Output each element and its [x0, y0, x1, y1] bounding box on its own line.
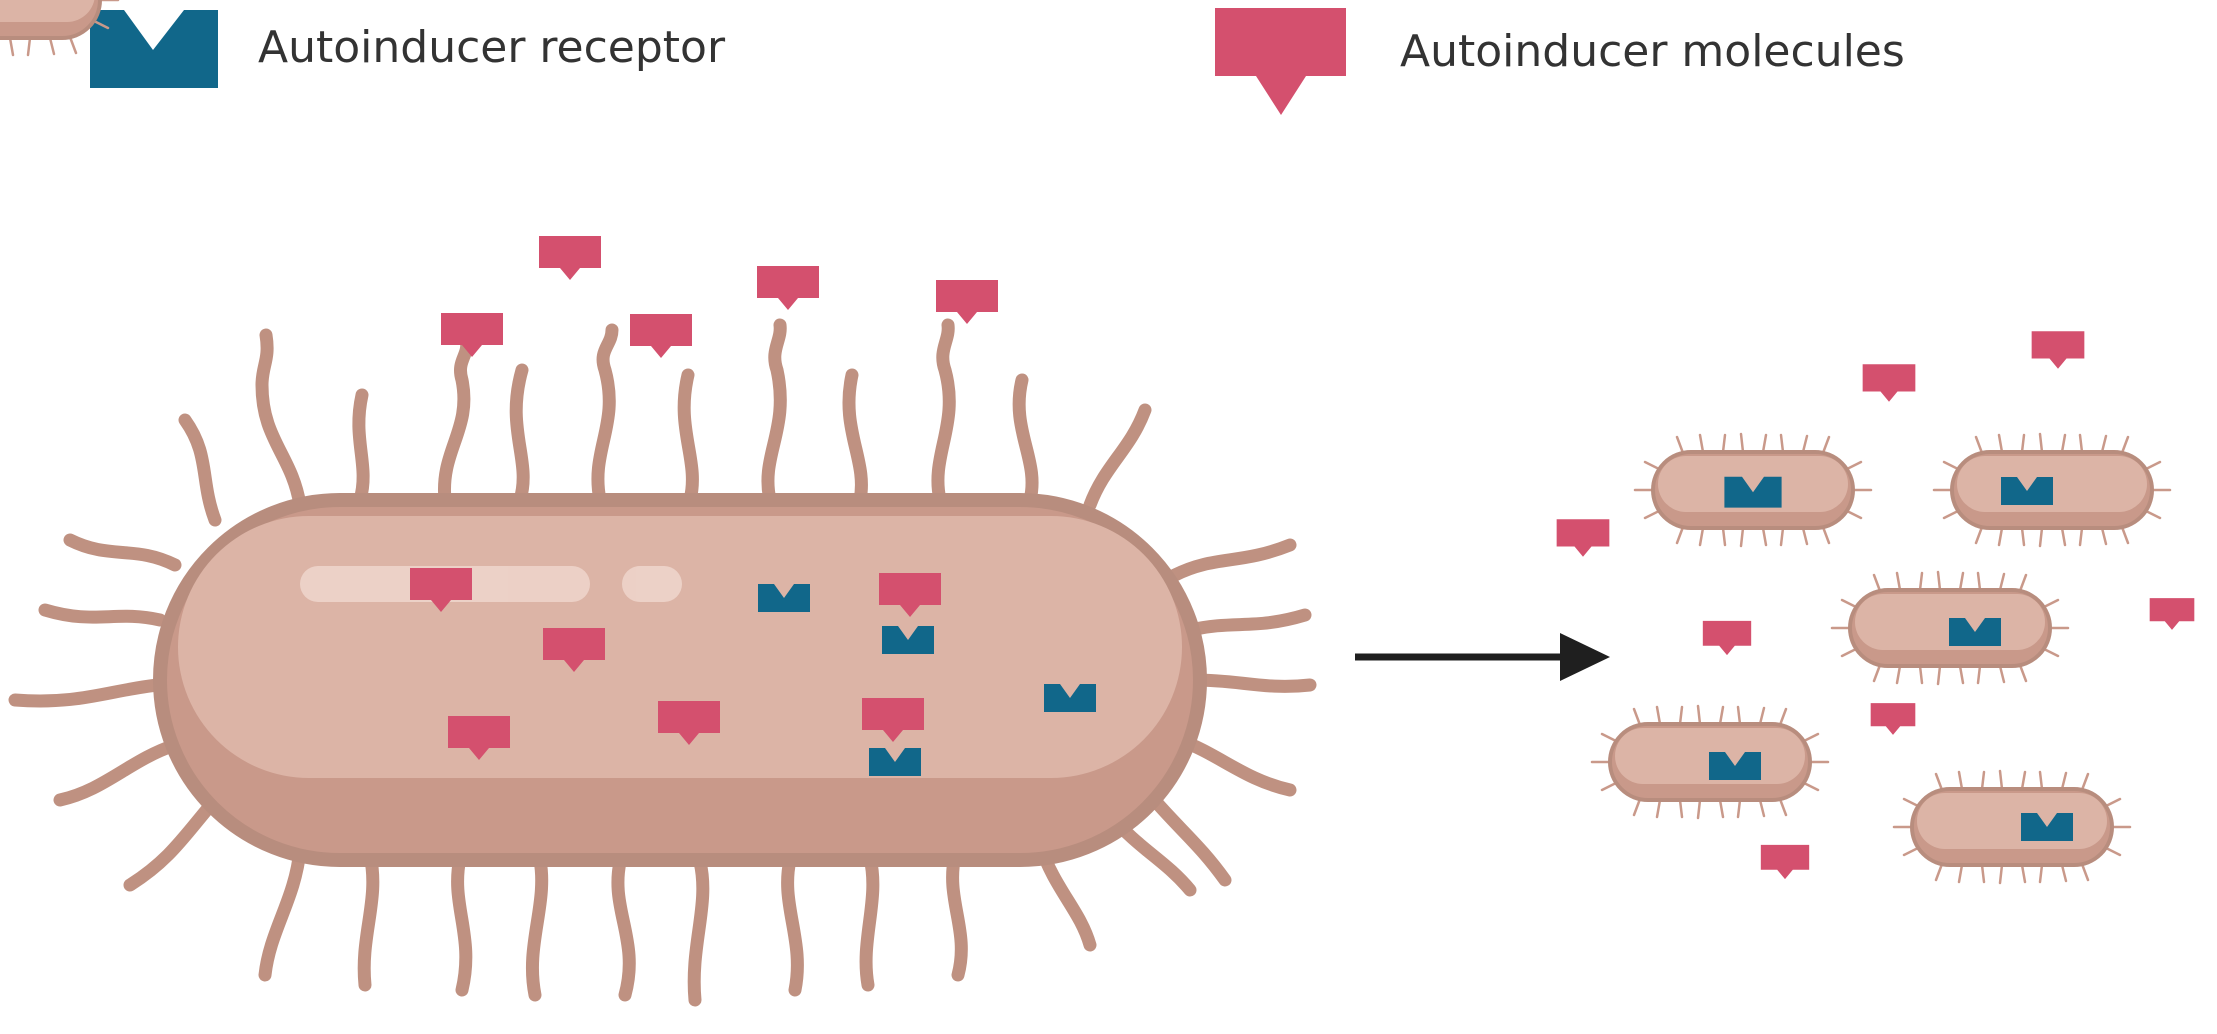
legend-receptor-label: Autoinducer receptor: [258, 22, 726, 73]
autoinducer-molecule: [2149, 598, 2195, 630]
autoinducer-molecule: [1862, 364, 1916, 402]
autoinducer-receptor-icon: [90, 10, 218, 88]
legend-molecule-label: Autoinducer molecules: [1400, 26, 1905, 77]
autoinducer-molecule: [936, 280, 998, 324]
small-bacterium: [1892, 769, 2132, 885]
small-bacterium: [1830, 570, 2070, 686]
flagella: [8, 318, 1317, 1007]
legend-item-receptor: Autoinducer receptor: [90, 10, 726, 88]
external-autoinducer-molecules: [441, 236, 998, 358]
large-bacterium: [8, 318, 1317, 1007]
legend: Autoinducer receptor Autoinducer molecul…: [90, 8, 1905, 115]
autoinducer-molecule: [539, 236, 601, 280]
small-bacterium: [1932, 432, 2172, 548]
transition-arrow: [1355, 633, 1610, 681]
autoinducer-molecule: [757, 266, 819, 310]
autoinducer-molecule: [2031, 331, 2085, 369]
autoinducer-molecule: [1870, 703, 1916, 735]
autoinducer-molecule: [1702, 620, 1752, 656]
autoinducer-molecule: [441, 313, 503, 357]
autoinducer-molecule: [1556, 519, 1610, 557]
autoinducer-molecule: [630, 314, 692, 358]
autoinducer-molecule: [1760, 844, 1810, 880]
small-bacterium: [1633, 432, 1873, 548]
legend-item-molecule: Autoinducer molecules: [1215, 8, 1905, 115]
small-bacterium: [1590, 704, 1830, 820]
bacteria-colony: [0, 0, 120, 57]
autoinducer-molecule-icon: [1215, 8, 1346, 115]
